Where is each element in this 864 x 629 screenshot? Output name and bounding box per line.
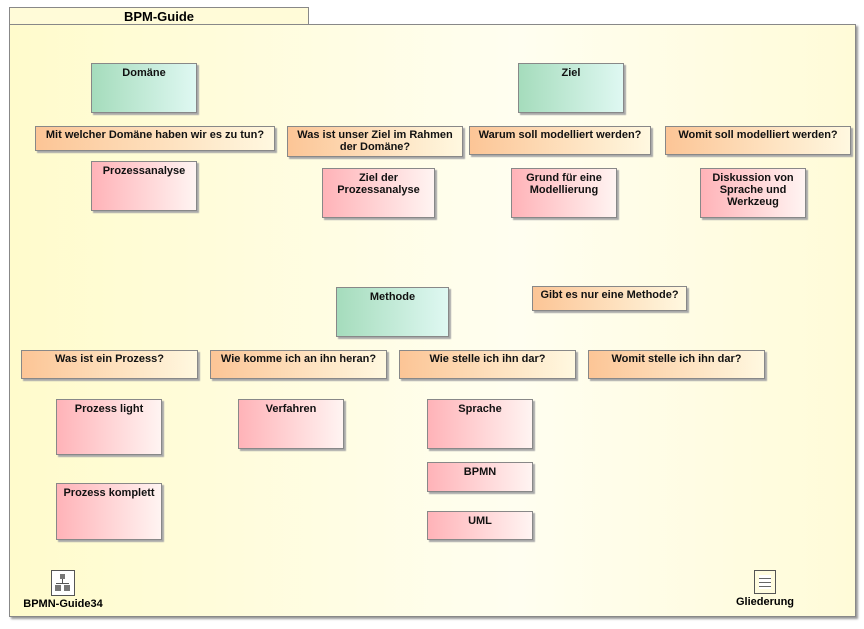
topic-uml[interactable]: UML [427,511,533,540]
question-womit[interactable]: Womit soll modelliert werden? [665,126,851,155]
link-bpmn-guide34[interactable]: BPMN-Guide34 [18,570,108,610]
question-womit-darstellen[interactable]: Womit stelle ich ihn dar? [588,350,765,379]
node-methode[interactable]: Methode [336,287,449,337]
link-label: BPMN-Guide34 [23,598,103,610]
node-ziel[interactable]: Ziel [518,63,624,113]
topic-verfahren[interactable]: Verfahren [238,399,344,449]
topic-prozessanalyse[interactable]: Prozessanalyse [91,161,197,211]
topic-ziel-prozessanalyse[interactable]: Ziel der Prozessanalyse [322,168,435,218]
link-label: Gliederung [735,596,795,608]
question-darstellen[interactable]: Wie stelle ich ihn dar? [399,350,576,379]
topic-prozess-light[interactable]: Prozess light [56,399,162,455]
document-icon [754,570,776,594]
question-domaene[interactable]: Mit welcher Domäne haben wir es zu tun? [35,126,275,151]
topic-bpmn[interactable]: BPMN [427,462,533,492]
question-prozess[interactable]: Was ist ein Prozess? [21,350,198,379]
topic-grund-modellierung[interactable]: Grund für eine Modellierung [511,168,617,218]
topic-sprache[interactable]: Sprache [427,399,533,449]
question-heran[interactable]: Wie komme ich an ihn heran? [210,350,387,379]
question-methode[interactable]: Gibt es nur eine Methode? [532,286,687,311]
diagram-icon [51,570,75,596]
node-domaene[interactable]: Domäne [91,63,197,113]
topic-diskussion[interactable]: Diskussion von Sprache und Werkzeug [700,168,806,218]
topic-prozess-komplett[interactable]: Prozess komplett [56,483,162,540]
link-gliederung[interactable]: Gliederung [720,570,810,608]
question-warum[interactable]: Warum soll modelliert werden? [469,126,651,155]
frame-title-tab: BPM-Guide [9,7,309,25]
question-ziel[interactable]: Was ist unser Ziel im Rahmen der Domäne? [287,126,463,157]
